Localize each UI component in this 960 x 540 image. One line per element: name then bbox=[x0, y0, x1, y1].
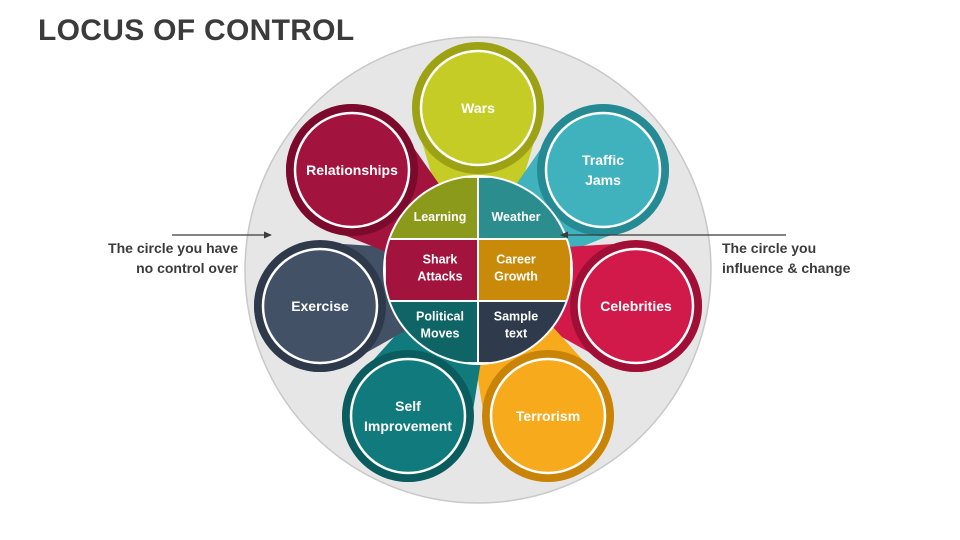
segment-weather-label: Weather bbox=[491, 210, 540, 224]
right-arrowhead bbox=[560, 231, 568, 239]
segment-career-growth-label: Career bbox=[496, 253, 536, 267]
petal-wars-circle bbox=[419, 49, 537, 167]
slide-title: LOCUS OF CONTROL bbox=[38, 14, 355, 47]
segment-shark-attacks-cell bbox=[385, 238, 479, 302]
petal-exercise: Exercise bbox=[254, 240, 446, 373]
segment-political-moves-label: Moves bbox=[421, 327, 460, 341]
right-annotation: The circle you influence & change bbox=[722, 238, 892, 278]
petal-self-improvement-label: Improvement bbox=[364, 418, 452, 434]
segment-political-moves-label: Political bbox=[416, 310, 464, 324]
segment-sample-text-label: text bbox=[505, 327, 528, 341]
right-annotation-line-2: influence & change bbox=[722, 260, 851, 276]
segment-shark-attacks-label: Shark bbox=[423, 253, 458, 267]
segment-learning-label: Learning bbox=[414, 210, 467, 224]
segment-sample-text-label: Sample bbox=[494, 310, 539, 324]
petal-relationships-circle bbox=[293, 111, 411, 229]
petal-traffic-jams-circle bbox=[544, 111, 662, 229]
petal-self-improvement-label: Self bbox=[395, 398, 421, 414]
petal-celebrities-label: Celebrities bbox=[600, 298, 672, 314]
petal-wars: Wars bbox=[412, 41, 544, 230]
petal-traffic-jams-label: Traffic bbox=[582, 152, 624, 168]
petal-relationships-label: Relationships bbox=[306, 162, 398, 178]
petal-terrorism-label: Terrorism bbox=[516, 408, 580, 424]
petal-wars-label: Wars bbox=[461, 100, 495, 116]
petal-terrorism-circle bbox=[489, 357, 607, 475]
petal-exercise-circle bbox=[261, 247, 379, 365]
segment-shark-attacks-label: Attacks bbox=[417, 270, 462, 284]
left-annotation-line-2: no control over bbox=[136, 260, 238, 276]
left-annotation-line-1: The circle you have bbox=[108, 240, 238, 256]
petal-traffic-jams-label: Jams bbox=[585, 172, 621, 188]
segment-career-growth-label: Growth bbox=[494, 270, 538, 284]
petal-self-improvement-circle bbox=[349, 357, 467, 475]
petal-exercise-label: Exercise bbox=[291, 298, 349, 314]
petal-celebrities-circle bbox=[577, 247, 695, 365]
left-annotation: The circle you have no control over bbox=[68, 238, 238, 278]
right-annotation-line-1: The circle you bbox=[722, 240, 817, 256]
left-arrowhead bbox=[264, 231, 272, 239]
